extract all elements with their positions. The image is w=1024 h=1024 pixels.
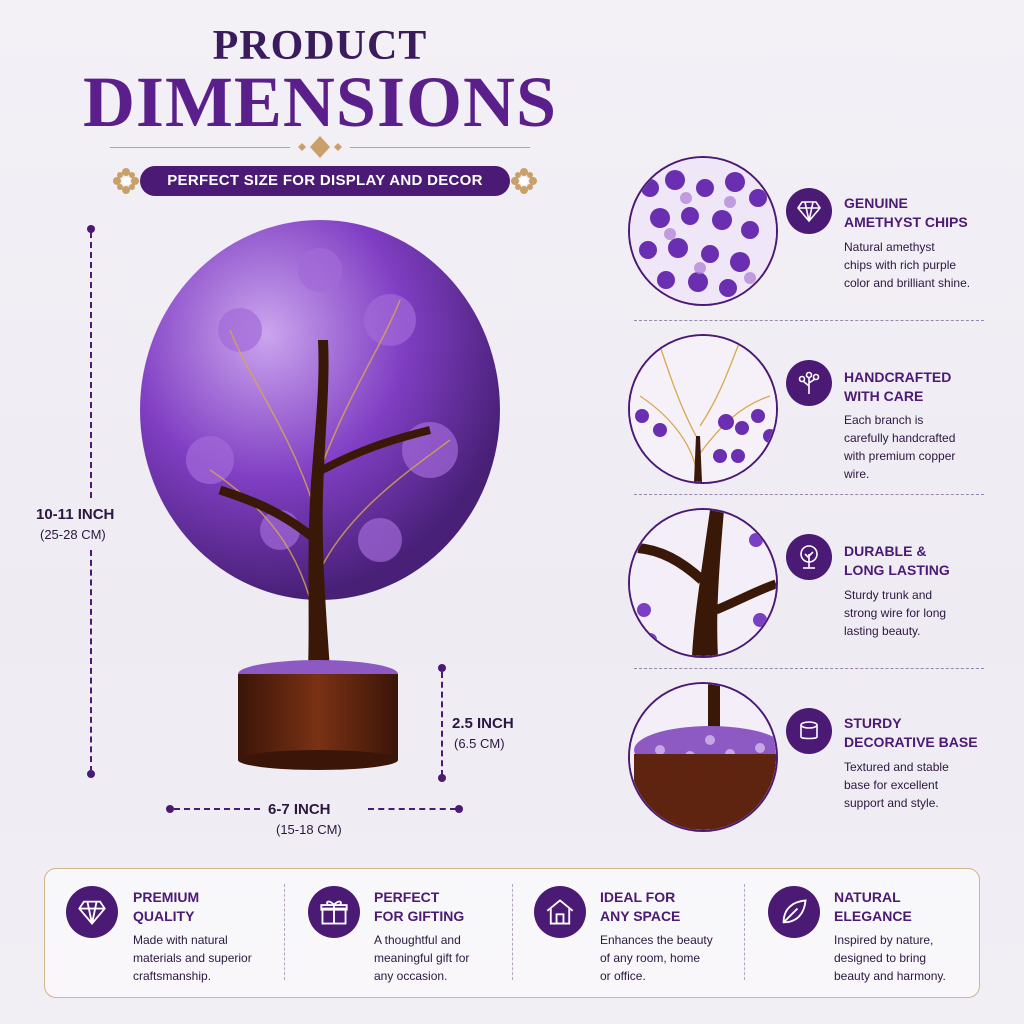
feature-separator (634, 320, 984, 321)
ornament-line-left (110, 147, 290, 148)
base-height-label: 2.5 INCH (452, 715, 514, 732)
height-dot-top (87, 225, 95, 233)
feature-description: Textured and stable base for excellent s… (844, 760, 949, 810)
benefit-separator (512, 884, 513, 980)
feature-title: STURDY DECORATIVE BASE (844, 715, 978, 750)
benefit-title: IDEAL FOR ANY SPACE (600, 889, 681, 924)
feature-separator (634, 668, 984, 669)
height-line-upper (90, 232, 92, 498)
amethyst-tree-image (140, 220, 500, 770)
benefit-description: A thoughtful and meaningful gift for any… (374, 933, 470, 983)
feature-title: HANDCRAFTED WITH CARE (844, 369, 952, 404)
subtitle-pill: PERFECT SIZE FOR DISPLAY AND DECOR (140, 166, 510, 196)
height-label: 10-11 INCH (36, 506, 115, 523)
benefit-title: PERFECT FOR GIFTING (374, 889, 465, 924)
width-dot-right (455, 805, 463, 813)
feature-title: DURABLE & LONG LASTING (844, 543, 950, 578)
benefit-description: Made with natural materials and superior… (133, 933, 252, 983)
trunk-closeup-image (628, 508, 778, 658)
base-closeup-image (628, 682, 778, 832)
gift-icon (308, 886, 360, 938)
title-product: PRODUCT (212, 23, 428, 69)
home-icon (534, 886, 586, 938)
amethyst-chips-closeup-image (628, 156, 778, 306)
leaf-icon (768, 886, 820, 938)
base-dot-bottom (438, 774, 446, 782)
width-sublabel: (15-18 CM) (276, 822, 342, 837)
width-dot-left (166, 805, 174, 813)
base-height-sublabel: (6.5 CM) (454, 736, 505, 751)
ornament-line-right (350, 147, 530, 148)
feature-title: GENUINE AMETHYST CHIPS (844, 195, 968, 230)
width-line-right (368, 808, 456, 810)
base-dot-top (438, 664, 446, 672)
benefit-title: PREMIUM QUALITY (133, 889, 200, 924)
feature-description: Each branch is carefully handcrafted wit… (844, 413, 956, 481)
flower-ornament-icon (511, 168, 537, 194)
width-line-left (174, 808, 260, 810)
benefit-separator (744, 884, 745, 980)
base-height-line (441, 672, 443, 776)
benefit-description: Enhances the beauty of any room, home or… (600, 933, 713, 983)
title-dimensions: DIMENSIONS (82, 62, 558, 142)
branch-closeup-image (628, 334, 778, 484)
diamond-ornament-icon (298, 136, 342, 158)
tree-icon (786, 534, 832, 580)
benefit-title: NATURAL ELEGANCE (834, 889, 912, 924)
diamond-icon (786, 188, 832, 234)
flower-ornament-icon (113, 168, 139, 194)
branch-icon (786, 360, 832, 406)
feature-description: Sturdy trunk and strong wire for long la… (844, 588, 947, 638)
cylinder-icon (786, 708, 832, 754)
height-dot-bottom (87, 770, 95, 778)
height-sublabel: (25-28 CM) (40, 527, 106, 542)
width-label: 6-7 INCH (268, 801, 331, 818)
feature-description: Natural amethyst chips with rich purple … (844, 240, 971, 290)
height-line-lower (90, 550, 92, 772)
feature-separator (634, 494, 984, 495)
diamond-icon (66, 886, 118, 938)
benefit-separator (284, 884, 285, 980)
benefit-description: Inspired by nature, designed to bring be… (834, 933, 946, 983)
